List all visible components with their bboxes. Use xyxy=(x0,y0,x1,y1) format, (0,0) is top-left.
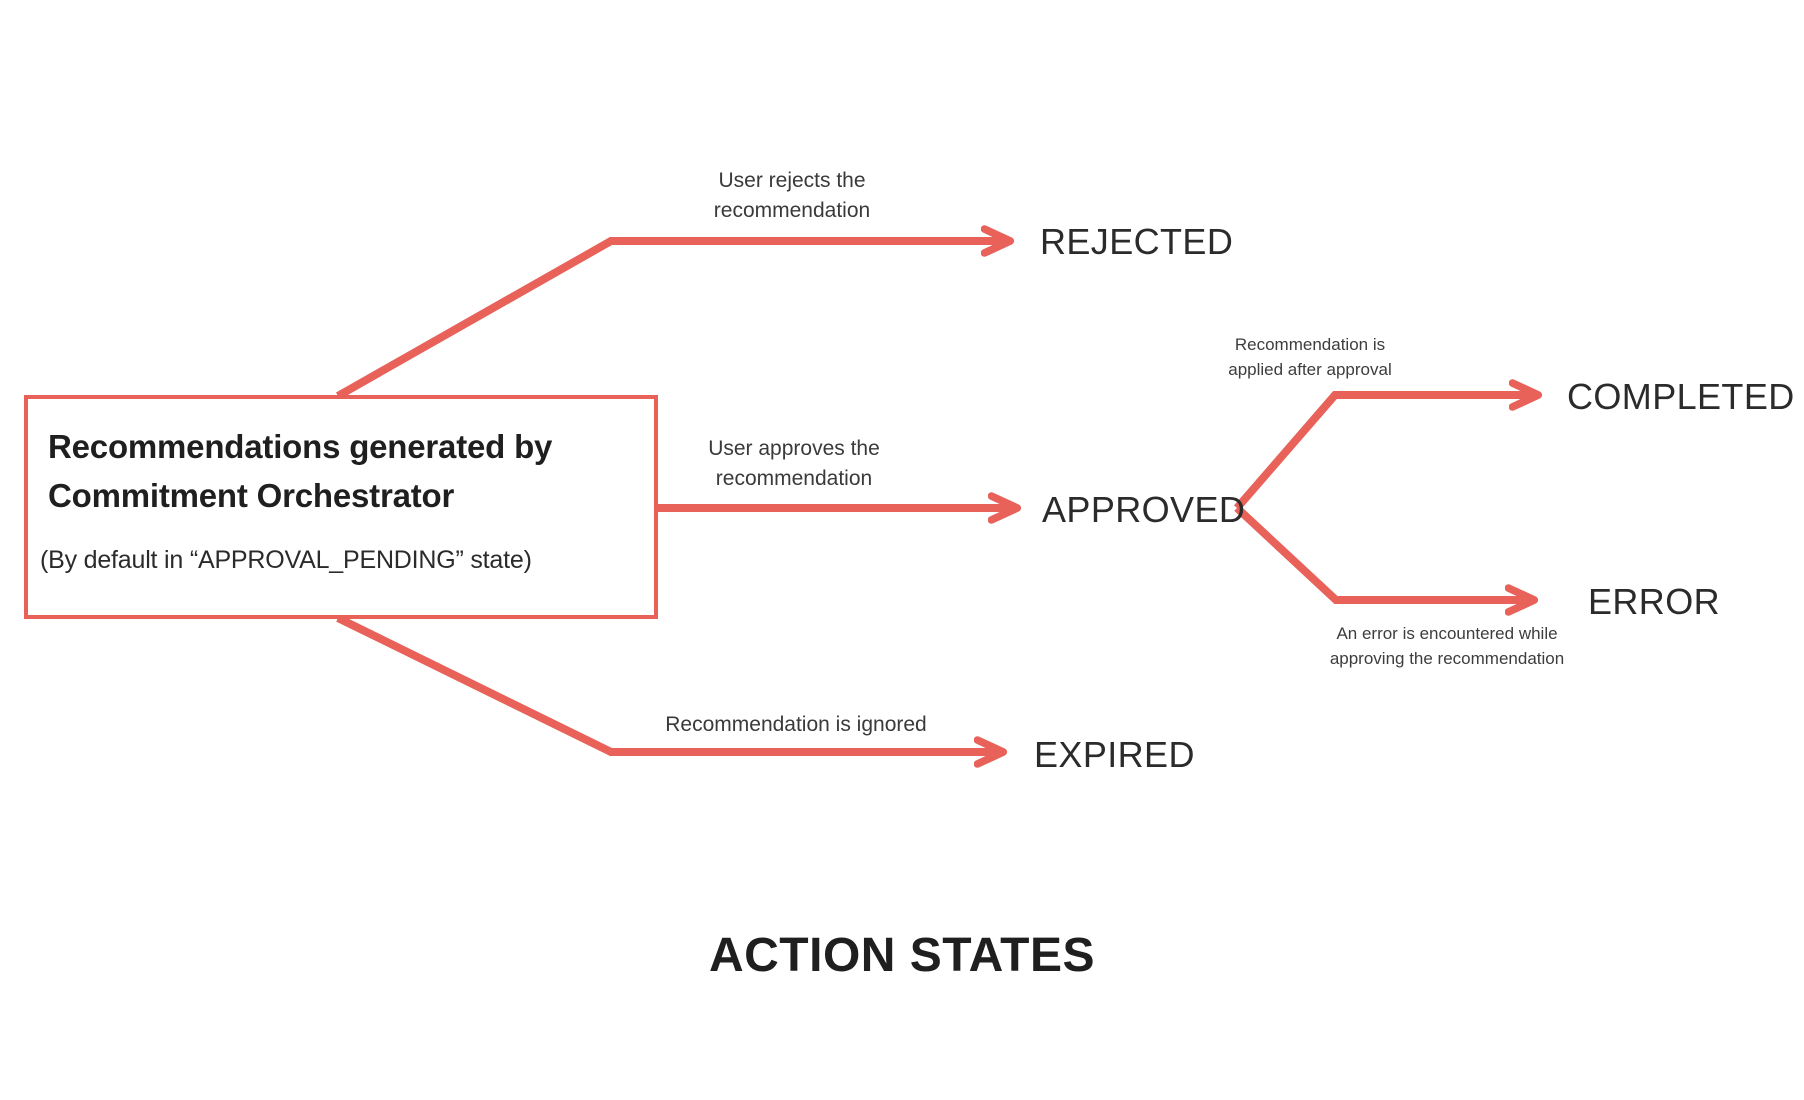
source-node-box: Recommendations generated by Commitment … xyxy=(24,395,658,619)
edge-label-completed-line1: Recommendation is xyxy=(1234,335,1386,354)
edge-completed xyxy=(1233,395,1537,511)
edge-label-completed-line2: applied after approval xyxy=(1228,359,1392,379)
edge-label-rejected-line1: User rejects the xyxy=(718,169,866,192)
edge-label-error: An error is encountered while approving … xyxy=(1247,622,1647,671)
state-label-rejected: REJECTED xyxy=(1040,221,1234,262)
state-label-error: ERROR xyxy=(1588,581,1721,622)
edge-label-completed: Recommendation is applied after approval xyxy=(1125,333,1495,382)
edge-label-approved: User approves the recommendation xyxy=(616,434,972,494)
source-node-subtitle: (By default in “APPROVAL_PENDING” state) xyxy=(40,546,532,574)
edge-label-error-line2: approving the recommendation xyxy=(1329,648,1565,668)
state-label-approved: APPROVED xyxy=(1042,489,1246,530)
edge-error xyxy=(1234,505,1533,600)
edge-expired xyxy=(336,614,1002,752)
edge-label-rejected-line2: recommendation xyxy=(713,198,871,222)
edge-rejected xyxy=(336,241,1009,400)
edge-label-expired: Recommendation is ignored xyxy=(596,710,996,740)
edge-label-approved-line2: recommendation xyxy=(715,466,873,490)
source-node-title: Recommendations generated by Commitment … xyxy=(48,428,553,514)
edge-label-rejected: User rejects the recommendation xyxy=(614,166,970,226)
state-label-completed: COMPLETED xyxy=(1567,376,1795,417)
edge-label-approved-line1: User approves the xyxy=(708,437,880,460)
edge-label-error-line1: An error is encountered while xyxy=(1336,624,1558,643)
edge-label-expired-text: Recommendation is ignored xyxy=(665,713,927,736)
state-label-expired: EXPIRED xyxy=(1034,734,1195,775)
diagram-title: ACTION STATES xyxy=(708,929,1096,982)
